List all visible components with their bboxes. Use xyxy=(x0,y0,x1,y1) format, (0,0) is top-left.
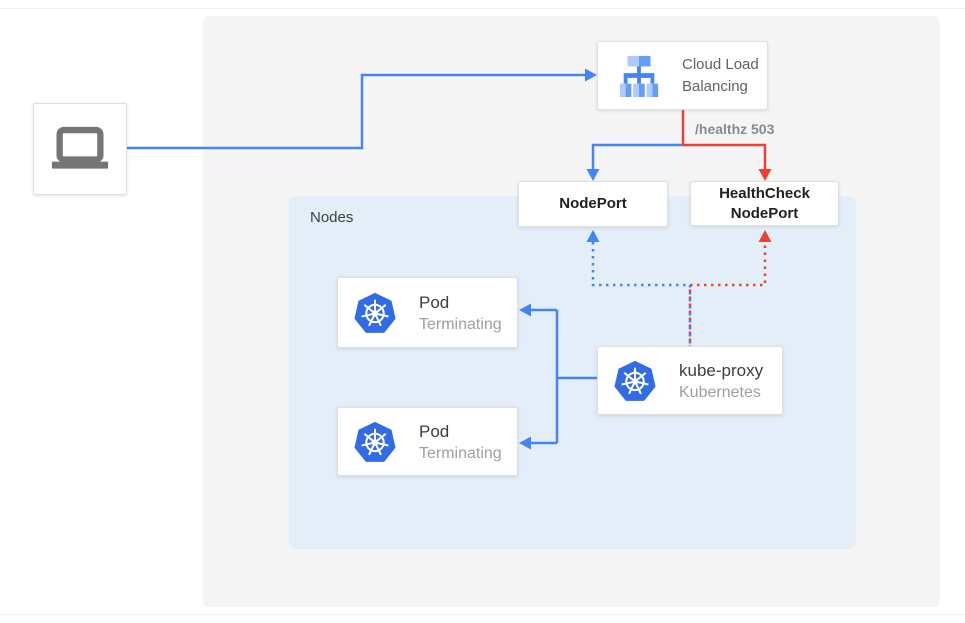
pod-2-status: Terminating xyxy=(419,444,502,462)
pod-2-text: Pod Terminating xyxy=(419,420,502,464)
kubernetes-icon xyxy=(354,421,396,462)
pod-1-status: Terminating xyxy=(419,315,502,333)
pod-2-node[interactable]: Pod Terminating xyxy=(337,407,518,476)
cloud-load-balancing-node[interactable]: Cloud Load Balancing xyxy=(597,41,768,110)
kube-proxy-node[interactable]: kube-proxy Kubernetes xyxy=(597,346,783,415)
nodeport-node[interactable]: NodePort xyxy=(518,181,668,227)
top-divider xyxy=(0,8,965,9)
pod-1-title: Pod xyxy=(419,292,450,312)
healthcheck-nodeport-label: HealthCheck NodePort xyxy=(719,184,810,222)
kube-proxy-title: kube-proxy xyxy=(679,360,764,380)
kube-proxy-subtitle: Kubernetes xyxy=(679,383,761,401)
pod-1-node[interactable]: Pod Terminating xyxy=(337,277,518,348)
pod-1-text: Pod Terminating xyxy=(419,291,502,335)
kubernetes-icon xyxy=(354,292,396,333)
nodeport-label: NodePort xyxy=(559,195,627,212)
kube-proxy-text: kube-proxy Kubernetes xyxy=(679,359,763,403)
nodes-label: Nodes xyxy=(310,209,354,226)
healthcheck-nodeport-node[interactable]: HealthCheck NodePort xyxy=(690,181,839,226)
bottom-divider xyxy=(0,614,965,615)
pod-2-title: Pod xyxy=(419,421,450,441)
laptop-icon xyxy=(51,126,109,169)
client-node[interactable] xyxy=(33,103,127,195)
kubernetes-icon xyxy=(614,360,656,401)
healthz-label: /healthz 503 xyxy=(695,121,775,137)
load-balancer-icon xyxy=(619,55,659,97)
load-balancer-label: Cloud Load Balancing xyxy=(682,55,759,95)
